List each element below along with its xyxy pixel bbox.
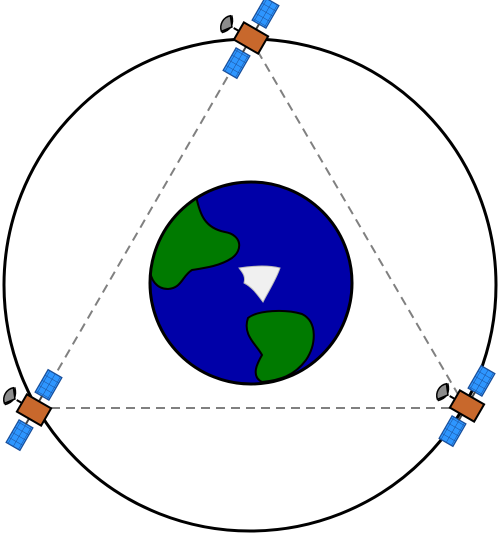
satellite-right [416,352,501,451]
polar-ice [238,265,281,303]
link-top-right [249,37,467,409]
earth-globe [148,180,354,386]
continent-right [245,309,315,384]
link-top-left [35,37,251,409]
inter-satellite-links [35,37,467,409]
